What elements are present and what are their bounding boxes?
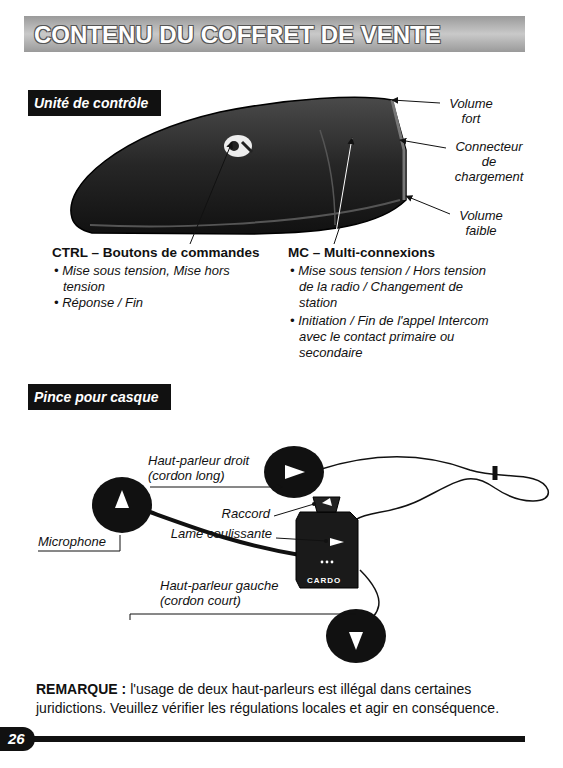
part-label: Haut-parleur droit (cordon long) (148, 453, 270, 483)
function-item: • Mise sous tension, Mise hors tension (54, 263, 263, 295)
part-label: Raccord (200, 506, 270, 521)
note-heading: REMARQUE : (36, 681, 126, 697)
function-item: • Initiation / Fin de l'appel Intercom a… (290, 313, 489, 361)
section-band: Pince pour casque (28, 384, 171, 410)
note-block: REMARQUE : l'usage de deux haut-parleurs… (36, 680, 526, 718)
part-label: Volume faible (452, 208, 510, 238)
page-number: 26 (0, 727, 35, 751)
part-label: Lame coulissante (150, 526, 272, 541)
button-heading: CTRL – Boutons de commandes (52, 245, 260, 261)
node-text: 26 (8, 730, 25, 747)
page-title: CONTENU DU COFFRET DE VENTE (24, 16, 525, 52)
node-text: Pince pour casque (34, 389, 158, 405)
part-label: Haut-parleur gauche (cordon court) (160, 578, 300, 608)
button-heading: MC – Multi-connexions (288, 245, 435, 261)
part-label: Volume fort (444, 96, 498, 126)
section-band: Unité de contrôle (28, 90, 161, 116)
brand-mark: CARDO (307, 576, 341, 585)
function-item: • Mise sous tension / Hors tension de la… (290, 263, 489, 311)
function-item: • Réponse / Fin (54, 295, 263, 311)
part-label: Microphone (38, 534, 106, 549)
node-text: Unité de contrôle (34, 95, 148, 111)
part-label: Connecteur de chargement (448, 139, 530, 184)
